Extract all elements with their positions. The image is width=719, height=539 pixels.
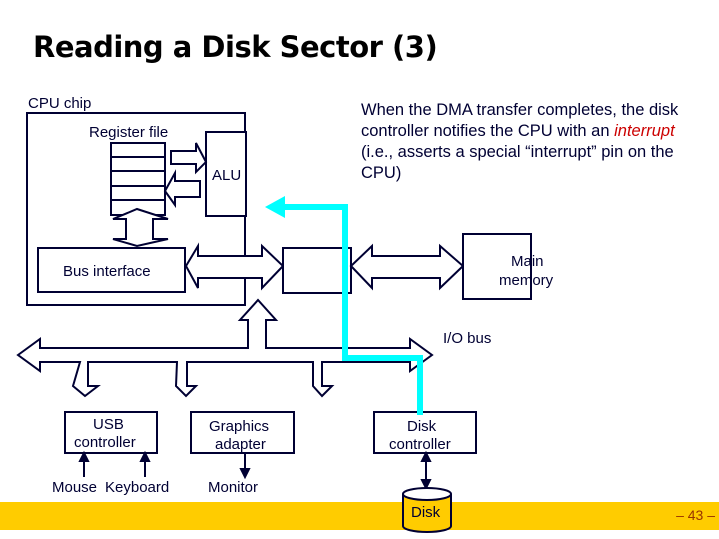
register-file-label: Register file (89, 124, 168, 141)
register-file (110, 142, 166, 216)
monitor-label: Monitor (208, 479, 258, 496)
memory-bus-arrow (349, 243, 465, 291)
alu-label: ALU (212, 167, 241, 184)
disk-label: Disk (411, 504, 441, 521)
main-memory-label-1: Main (511, 253, 544, 270)
bus-interface-box (37, 247, 186, 293)
io-bus-label: I/O bus (443, 330, 491, 347)
main-memory-label-2: memory (499, 272, 554, 289)
regfile-to-alu-arrow (170, 142, 208, 175)
bus-interface-label: Bus interface (63, 263, 151, 280)
usb-controller-label-1: USB (93, 416, 124, 433)
footer-bar (0, 502, 719, 530)
description-after: (i.e., asserts a special “interrupt” pin… (361, 143, 674, 182)
description-text: When the DMA transfer completes, the dis… (361, 100, 711, 184)
main-memory-box (462, 233, 532, 300)
description-before: When the DMA transfer completes, the dis… (361, 101, 679, 140)
cpu-chip-label: CPU chip (28, 95, 91, 112)
disk-controller-label-2: controller (389, 436, 451, 453)
regfile-bus-arrow (112, 207, 169, 248)
alu-box (205, 131, 247, 217)
alu-to-regfile-arrow (163, 169, 201, 209)
interrupt-path (265, 196, 423, 415)
io-bus-arrow (16, 298, 434, 398)
usb-controller-label-2: controller (74, 434, 136, 451)
page-number: – 43 – (676, 507, 715, 523)
graphics-adapter-label-1: Graphics (209, 418, 269, 435)
description-emphasis: interrupt (614, 122, 675, 140)
graphics-adapter-label-2: adapter (215, 436, 266, 453)
usb-controller-box (64, 411, 158, 454)
graphics-adapter-box (190, 411, 295, 454)
system-bus-arrow (184, 242, 285, 291)
mouse-label: Mouse (52, 479, 97, 496)
disk-icon (402, 487, 452, 533)
disk-controller-label-1: Disk (407, 418, 437, 435)
io-bridge-box (282, 247, 352, 294)
slide-title: Reading a Disk Sector (3) (33, 30, 438, 64)
interrupt-arrowhead (265, 196, 285, 218)
keyboard-label: Keyboard (105, 479, 169, 496)
